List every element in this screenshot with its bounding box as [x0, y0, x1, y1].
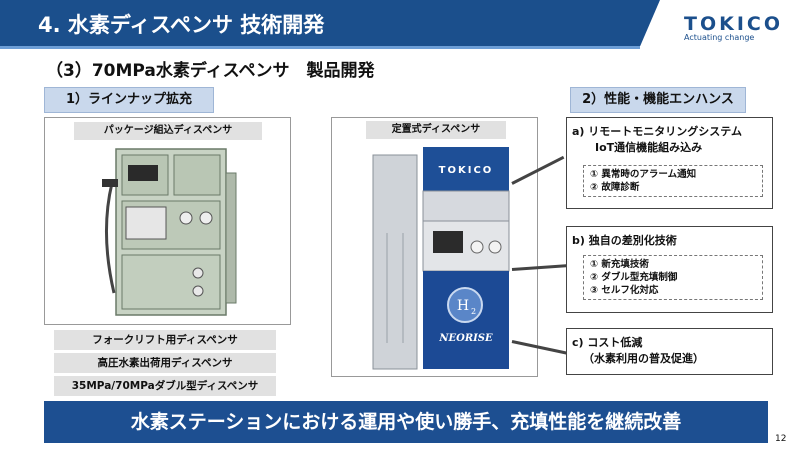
feature-b-item: ② ダブル型充填制御 — [590, 272, 678, 283]
fixed-dispenser-caption: 定置式ディスペンサ — [366, 121, 506, 139]
feature-c-title: c) コスト低減 — [572, 336, 643, 349]
logo-tagline: Actuating change — [684, 33, 755, 42]
slide-subtitle: （3）70MPa水素ディスペンサ 製品開発 — [46, 61, 375, 81]
feature-a-item: ② 故障診断 — [590, 182, 640, 193]
fixed-dispenser-h2-subscript: 2 — [471, 307, 476, 316]
fixed-dispenser-image: TOKICO H 2 NEORISE — [372, 147, 510, 370]
variant-double-type: 35MPa/70MPaダブル型ディスペンサ — [54, 376, 276, 396]
fixed-dispenser-panel — [331, 117, 538, 377]
package-dispenser-image — [102, 148, 237, 316]
feature-a-title: a) リモートモニタリングシステム — [572, 125, 742, 138]
feature-b-item: ① 新充填技術 — [590, 259, 649, 270]
package-dispenser-panel — [44, 117, 291, 325]
feature-a-subtitle: IoT通信機能組み込み — [595, 141, 703, 154]
variant-high-pressure-shipping: 高圧水素出荷用ディスペンサ — [54, 353, 276, 373]
tokico-logo: TOKICO Actuating change — [684, 13, 784, 42]
fixed-dispenser-h2-mark: H — [457, 298, 469, 314]
feature-c-subtitle: （水素利用の普及促進） — [583, 352, 704, 365]
section-label-lineup: 1）ラインナップ拡充 — [44, 87, 214, 113]
feature-box-differentiation: b) 独自の差別化技術 ① 新充填技術 ② ダブル型充填制御 ③ セルフ化対応 — [566, 226, 773, 313]
header-accent-line — [0, 46, 640, 49]
feature-b-title: b) 独自の差別化技術 — [572, 234, 677, 247]
feature-b-item: ③ セルフ化対応 — [590, 285, 659, 296]
page-number: 12 — [775, 434, 787, 444]
header-bar — [0, 0, 660, 46]
feature-a-item: ① 異常時のアラーム通知 — [590, 169, 697, 180]
summary-banner: 水素ステーションにおける運用や使い勝手、充填性能を継続改善 — [44, 401, 768, 443]
feature-box-cost-reduction: c) コスト低減 （水素利用の普及促進） — [566, 328, 773, 375]
section-label-enhance: 2）性能・機能エンハンス — [570, 87, 746, 113]
feature-box-remote-monitoring: a) リモートモニタリングシステム IoT通信機能組み込み ① 異常時のアラーム… — [566, 117, 773, 209]
feature-a-items: ① 異常時のアラーム通知 ② 故障診断 — [583, 165, 763, 197]
logo-text: TOKICO — [684, 13, 784, 35]
variant-forklift: フォークリフト用ディスペンサ — [54, 330, 276, 350]
page-title: 4. 水素ディスペンサ 技術開発 — [38, 13, 325, 37]
fixed-dispenser-brand: NEORISE — [438, 333, 493, 344]
package-dispenser-caption: パッケージ組込ディスペンサ — [74, 122, 262, 140]
feature-b-items: ① 新充填技術 ② ダブル型充填制御 ③ セルフ化対応 — [583, 255, 763, 300]
fixed-dispenser-sign: TOKICO — [439, 165, 494, 176]
